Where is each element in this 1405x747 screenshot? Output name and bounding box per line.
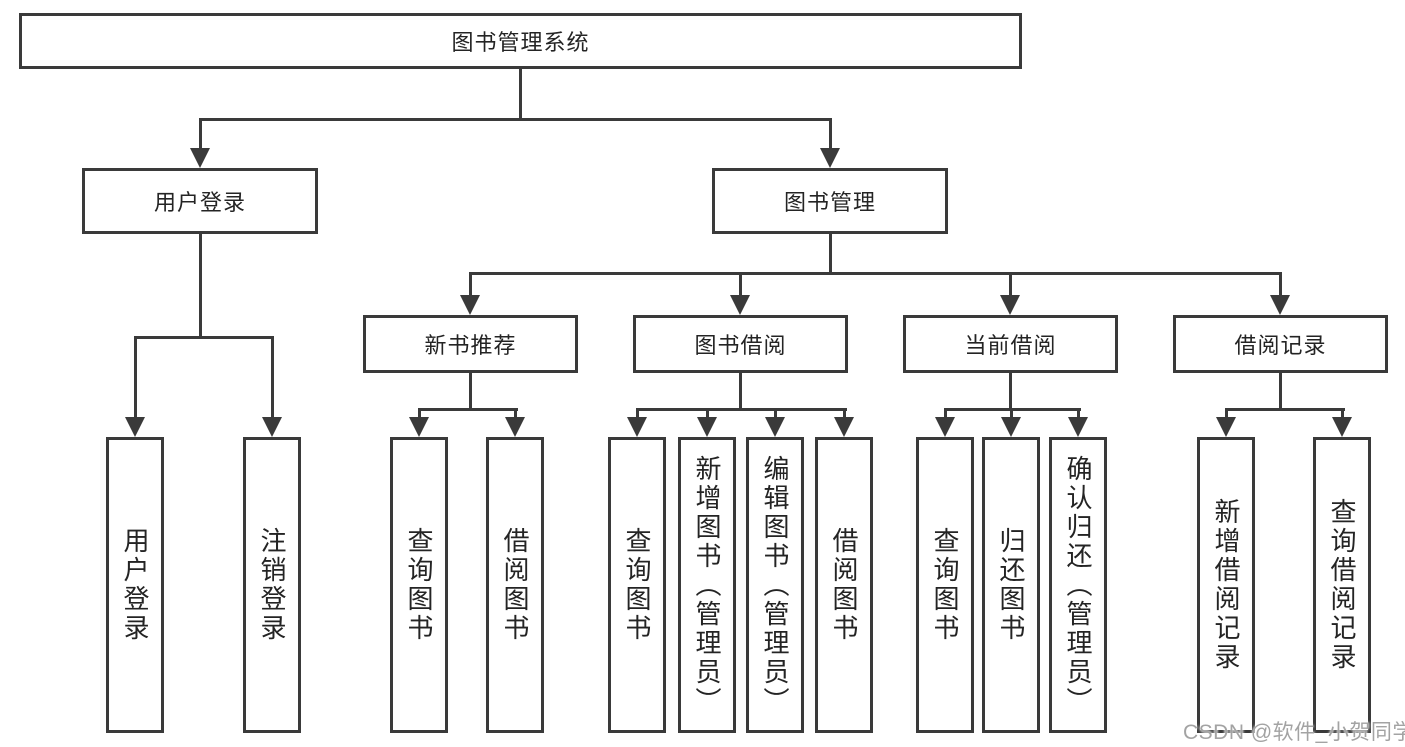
node-label: 归还图书	[996, 527, 1026, 643]
connector-line	[199, 234, 202, 339]
arrow-down-icon	[409, 417, 429, 437]
arrow-down-icon	[935, 417, 955, 437]
connector-line	[469, 272, 1282, 275]
node-borrow-books-recommend: 借阅图书	[486, 437, 544, 733]
arrow-down-icon	[505, 417, 525, 437]
connector-line	[469, 272, 472, 298]
node-borrowing-records: 借阅记录	[1173, 315, 1388, 373]
node-label: 借阅记录	[1234, 333, 1327, 358]
node-current-borrowing: 当前借阅	[903, 315, 1118, 373]
node-new-book-recommendation: 新书推荐	[363, 315, 578, 373]
arrow-down-icon	[820, 148, 840, 168]
node-borrow-books-borrowing: 借阅图书	[815, 437, 873, 733]
node-label: 注销登录	[257, 527, 287, 643]
connector-line	[843, 408, 846, 419]
connector-line	[739, 272, 742, 298]
arrow-down-icon	[834, 417, 854, 437]
connector-line	[706, 408, 709, 419]
connector-line	[134, 336, 137, 419]
connector-line	[199, 118, 832, 121]
node-add-borrow-record: 新增借阅记录	[1197, 437, 1255, 733]
arrow-down-icon	[1270, 295, 1290, 315]
node-label: 查询图书	[622, 527, 652, 643]
node-add-books-admin: 新增图书（管理员）	[678, 437, 736, 733]
connector-line	[1279, 272, 1282, 298]
node-label: 当前借阅	[964, 333, 1057, 358]
connector-line	[1009, 373, 1012, 411]
connector-line	[134, 336, 274, 339]
node-label: 图书借阅	[694, 333, 787, 358]
connector-line	[1077, 408, 1080, 419]
node-label: 查询图书	[404, 527, 434, 643]
node-user-login: 用户登录	[106, 437, 164, 733]
arrow-down-icon	[190, 148, 210, 168]
node-label: 查询图书	[930, 527, 960, 643]
connector-line	[829, 234, 832, 275]
node-query-borrow-record: 查询借阅记录	[1313, 437, 1371, 733]
arrow-down-icon	[1216, 417, 1236, 437]
node-label: 新书推荐	[424, 333, 517, 358]
node-label: 借阅图书	[500, 527, 530, 643]
node-label: 用户登录	[120, 527, 150, 643]
arrow-down-icon	[262, 417, 282, 437]
node-logout: 注销登录	[243, 437, 301, 733]
connector-line	[271, 336, 274, 419]
csdn-watermark: CSDN @软件_小贺同学	[1183, 721, 1405, 744]
node-query-books-recommend: 查询图书	[390, 437, 448, 733]
connector-line	[774, 408, 777, 419]
connector-line	[1225, 408, 1228, 419]
node-label: 新增图书（管理员）	[692, 454, 722, 716]
connector-line	[418, 408, 421, 419]
connector-line	[739, 373, 742, 411]
arrow-down-icon	[1001, 417, 1021, 437]
connector-line	[829, 118, 832, 150]
node-label: 编辑图书（管理员）	[760, 454, 790, 716]
connector-line	[1341, 408, 1344, 419]
node-return-books: 归还图书	[982, 437, 1040, 733]
connector-line	[1279, 373, 1282, 411]
connector-line	[514, 408, 517, 419]
node-confirm-return-admin: 确认归还（管理员）	[1049, 437, 1107, 733]
connector-line	[199, 118, 202, 150]
arrow-down-icon	[765, 417, 785, 437]
arrow-down-icon	[1332, 417, 1352, 437]
node-label: 图书管理	[783, 190, 876, 215]
connector-line	[519, 69, 522, 121]
arrow-down-icon	[460, 295, 480, 315]
connector-line	[1009, 272, 1012, 298]
connector-line	[469, 373, 472, 411]
node-edit-books-admin: 编辑图书（管理员）	[746, 437, 804, 733]
node-label: 查询借阅记录	[1327, 498, 1357, 672]
node-label: 借阅图书	[829, 527, 859, 643]
arrow-down-icon	[1000, 295, 1020, 315]
node-query-books-borrowing: 查询图书	[608, 437, 666, 733]
connector-line	[1010, 408, 1013, 419]
connector-line	[636, 408, 847, 411]
node-user-login-branch: 用户登录	[82, 168, 318, 234]
node-book-management: 图书管理	[712, 168, 948, 234]
connector-line	[944, 408, 947, 419]
node-label: 用户登录	[153, 190, 246, 215]
connector-line	[418, 408, 518, 411]
connector-line	[1225, 408, 1345, 411]
node-label: 图书管理系统	[451, 30, 590, 55]
node-book-borrowing: 图书借阅	[633, 315, 848, 373]
arrow-down-icon	[627, 417, 647, 437]
arrow-down-icon	[1068, 417, 1088, 437]
arrow-down-icon	[730, 295, 750, 315]
node-label: 新增借阅记录	[1211, 498, 1241, 672]
node-label: 确认归还（管理员）	[1063, 454, 1093, 716]
connector-line	[636, 408, 639, 419]
node-query-books-current: 查询图书	[916, 437, 974, 733]
arrow-down-icon	[697, 417, 717, 437]
arrow-down-icon	[125, 417, 145, 437]
node-library-management-system: 图书管理系统	[19, 13, 1022, 69]
